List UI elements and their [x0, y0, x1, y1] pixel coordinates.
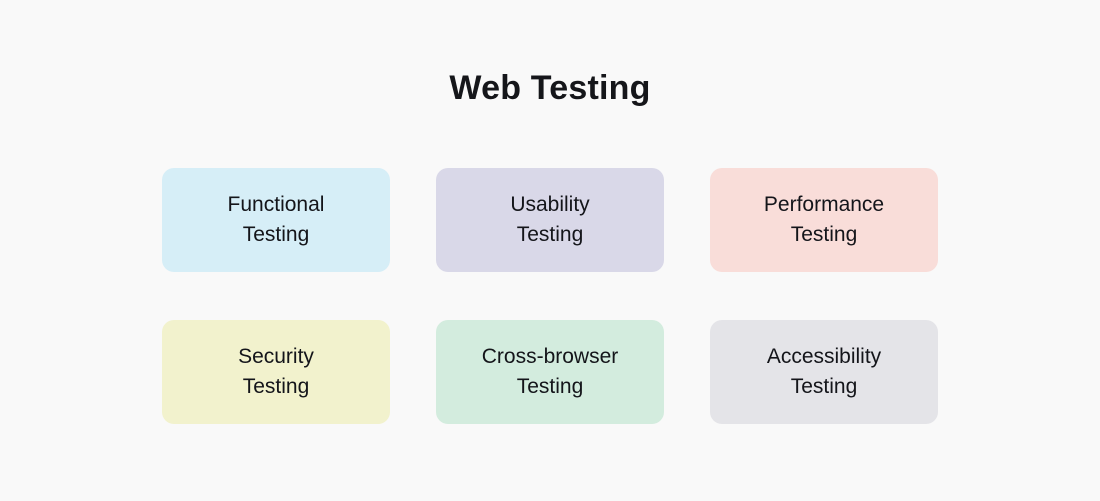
- card-label-secondary: Testing: [790, 223, 858, 246]
- page-title: Web Testing: [449, 69, 651, 107]
- card-label-secondary: Testing: [242, 375, 310, 398]
- card-label-primary: Performance: [763, 193, 885, 216]
- card-label-secondary: Testing: [790, 375, 858, 398]
- card-label-primary: Accessibility: [766, 345, 882, 368]
- card-label-primary: Functional: [227, 193, 325, 216]
- card-label-primary: Security: [238, 345, 314, 368]
- card-label-secondary: Testing: [516, 223, 584, 246]
- card-label-primary: Usability: [510, 193, 590, 216]
- card-label-secondary: Testing: [516, 375, 584, 398]
- card-label-secondary: Testing: [242, 223, 310, 246]
- card-label-primary: Cross-browser: [481, 345, 619, 368]
